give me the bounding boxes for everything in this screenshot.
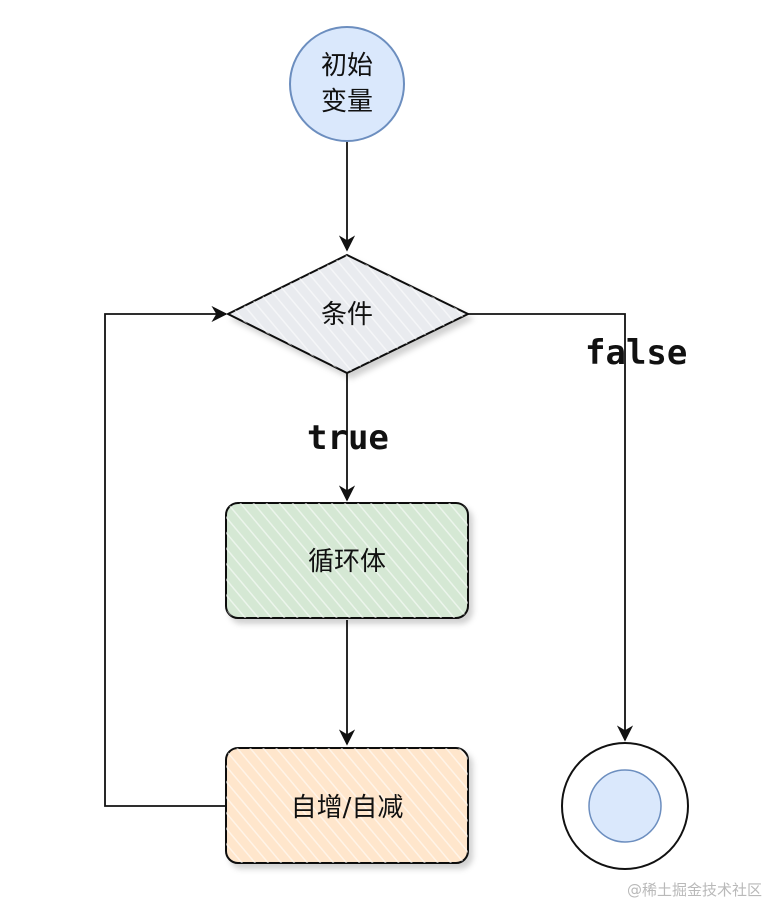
start-node-label-line2: 变量 (321, 87, 373, 117)
edge-update-loop-back (104, 305, 228, 807)
edge-condition-to-end (468, 313, 634, 742)
start-node: 初始 变量 (289, 26, 405, 142)
edge-label-false: false (585, 333, 687, 373)
start-node-label-line1: 初始 (321, 51, 373, 81)
watermark: @稀土掘金技术社区 (627, 881, 762, 899)
edge-label-true: true (307, 418, 389, 458)
update-node-label: 自增/自减 (291, 793, 404, 823)
loop-body-node (225, 502, 469, 619)
update-node (225, 747, 469, 864)
end-node (561, 742, 689, 870)
condition-node-label: 条件 (321, 300, 373, 330)
condition-node (225, 253, 471, 375)
loop-body-node-label: 循环体 (308, 547, 386, 577)
